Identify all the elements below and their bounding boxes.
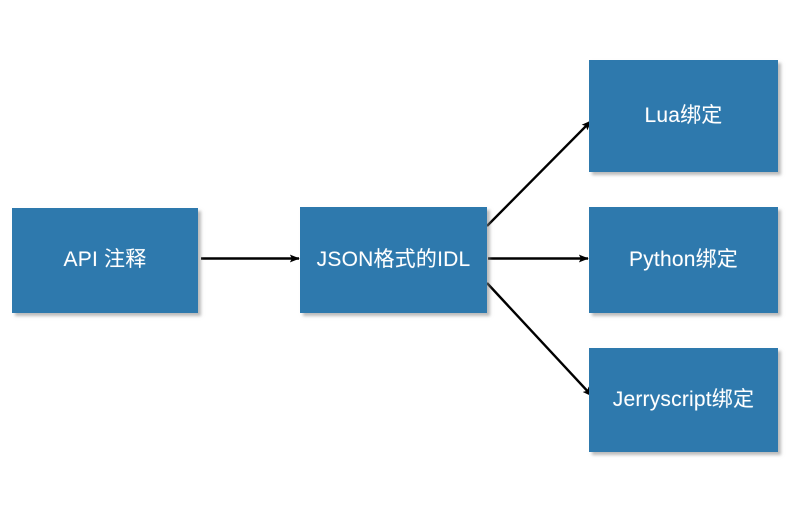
arrow-idl-to-jerry — [486, 282, 593, 397]
node-api-annotation[interactable]: API 注释 — [12, 208, 198, 313]
node-label: API 注释 — [63, 248, 147, 272]
node-lua-binding[interactable]: Lua绑定 — [589, 60, 778, 172]
node-label: JSON格式的IDL — [316, 247, 471, 271]
node-python-binding[interactable]: Python绑定 — [589, 207, 778, 313]
node-label: Jerryscript绑定 — [612, 387, 755, 411]
arrow-idl-to-lua — [486, 120, 592, 227]
node-json-idl[interactable]: JSON格式的IDL — [300, 207, 487, 313]
node-label: Lua绑定 — [644, 103, 723, 127]
node-jerryscript-binding[interactable]: Jerryscript绑定 — [589, 348, 778, 452]
node-label: Python绑定 — [629, 247, 738, 271]
